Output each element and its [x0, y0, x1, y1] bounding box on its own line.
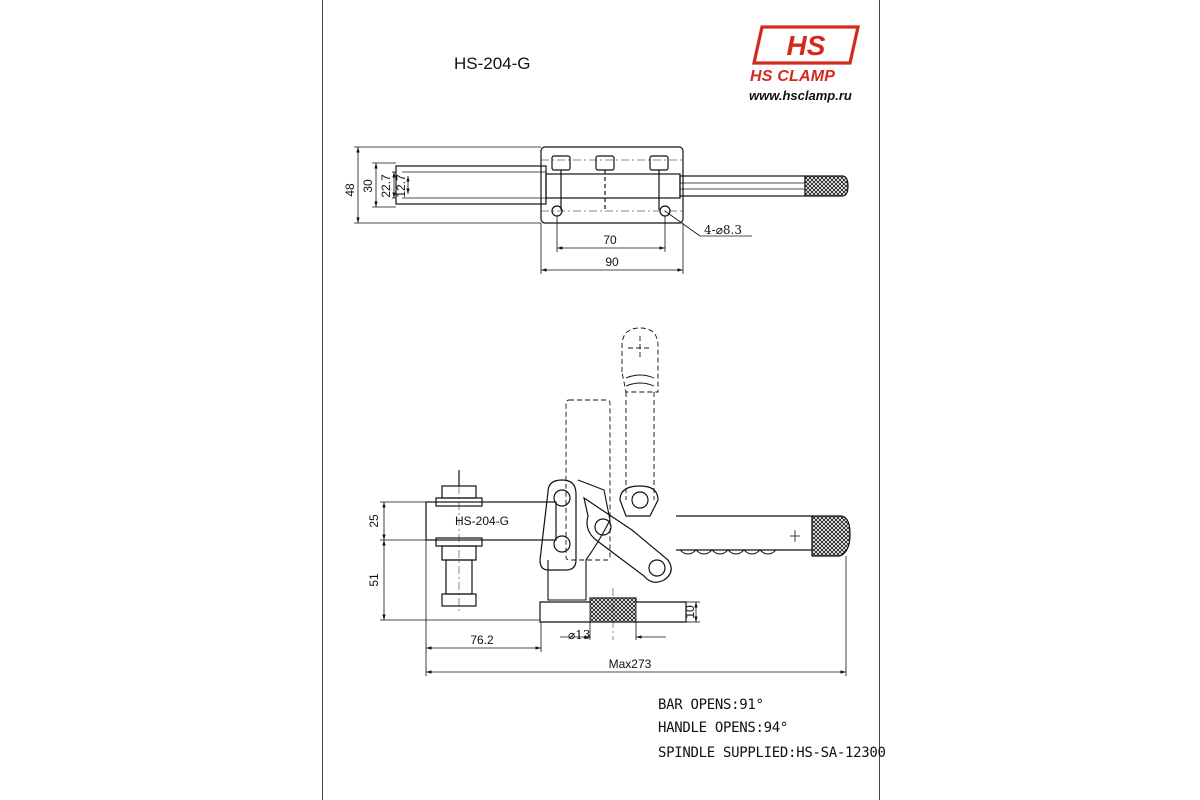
dim-base-length: 90 — [605, 255, 619, 269]
spec-handle-opens: HANDLE OPENS:94° — [658, 720, 789, 736]
top-view — [354, 146, 849, 274]
dim-overall-height: 48 — [343, 183, 357, 197]
dim-hole-spacing: 70 — [603, 233, 617, 247]
dim-mount-holes: 4-⌀8.3 — [704, 223, 742, 237]
pivot-arm — [539, 479, 577, 571]
model-number: HS-204-G — [454, 54, 531, 73]
dim-bar-width: 22.7 — [379, 174, 393, 198]
dim-height-lower: 51 — [367, 573, 381, 587]
handle-grip — [804, 175, 849, 197]
website-url: www.hsclamp.ru — [749, 88, 852, 103]
base-plate-outline — [540, 146, 684, 224]
handle-side — [676, 515, 813, 551]
handle-grip-side — [811, 515, 851, 557]
handle-bar — [679, 175, 806, 197]
dim-slot-width: 12.7 — [394, 174, 408, 198]
dim-hole-diameter: ⌀13 — [568, 628, 591, 642]
clamp-bar-side — [425, 501, 557, 541]
spec-bar-opens: BAR OPENS:91° — [658, 697, 764, 713]
handle-link — [583, 496, 672, 583]
body-model-label: HS-204-G — [455, 514, 509, 528]
link-body — [545, 173, 681, 199]
drawing-sheet-border — [322, 0, 880, 800]
spec-spindle: SPINDLE SUPPLIED:HS-SA-12300 — [658, 745, 886, 761]
side-view — [380, 327, 851, 676]
brand-name: HS CLAMP — [750, 68, 836, 85]
dim-max-length: Max273 — [609, 657, 652, 671]
pivot-bolts — [551, 155, 669, 210]
dim-spindle-reach: 76.2 — [470, 633, 494, 647]
svg-text:HS: HS — [787, 30, 826, 61]
hs-logo-mark: HS — [752, 25, 860, 65]
dim-base-thickness: 10 — [683, 605, 697, 619]
dim-inner-height: 30 — [361, 179, 375, 193]
dim-height-upper: 25 — [367, 514, 381, 528]
open-position-phantom — [565, 327, 659, 561]
